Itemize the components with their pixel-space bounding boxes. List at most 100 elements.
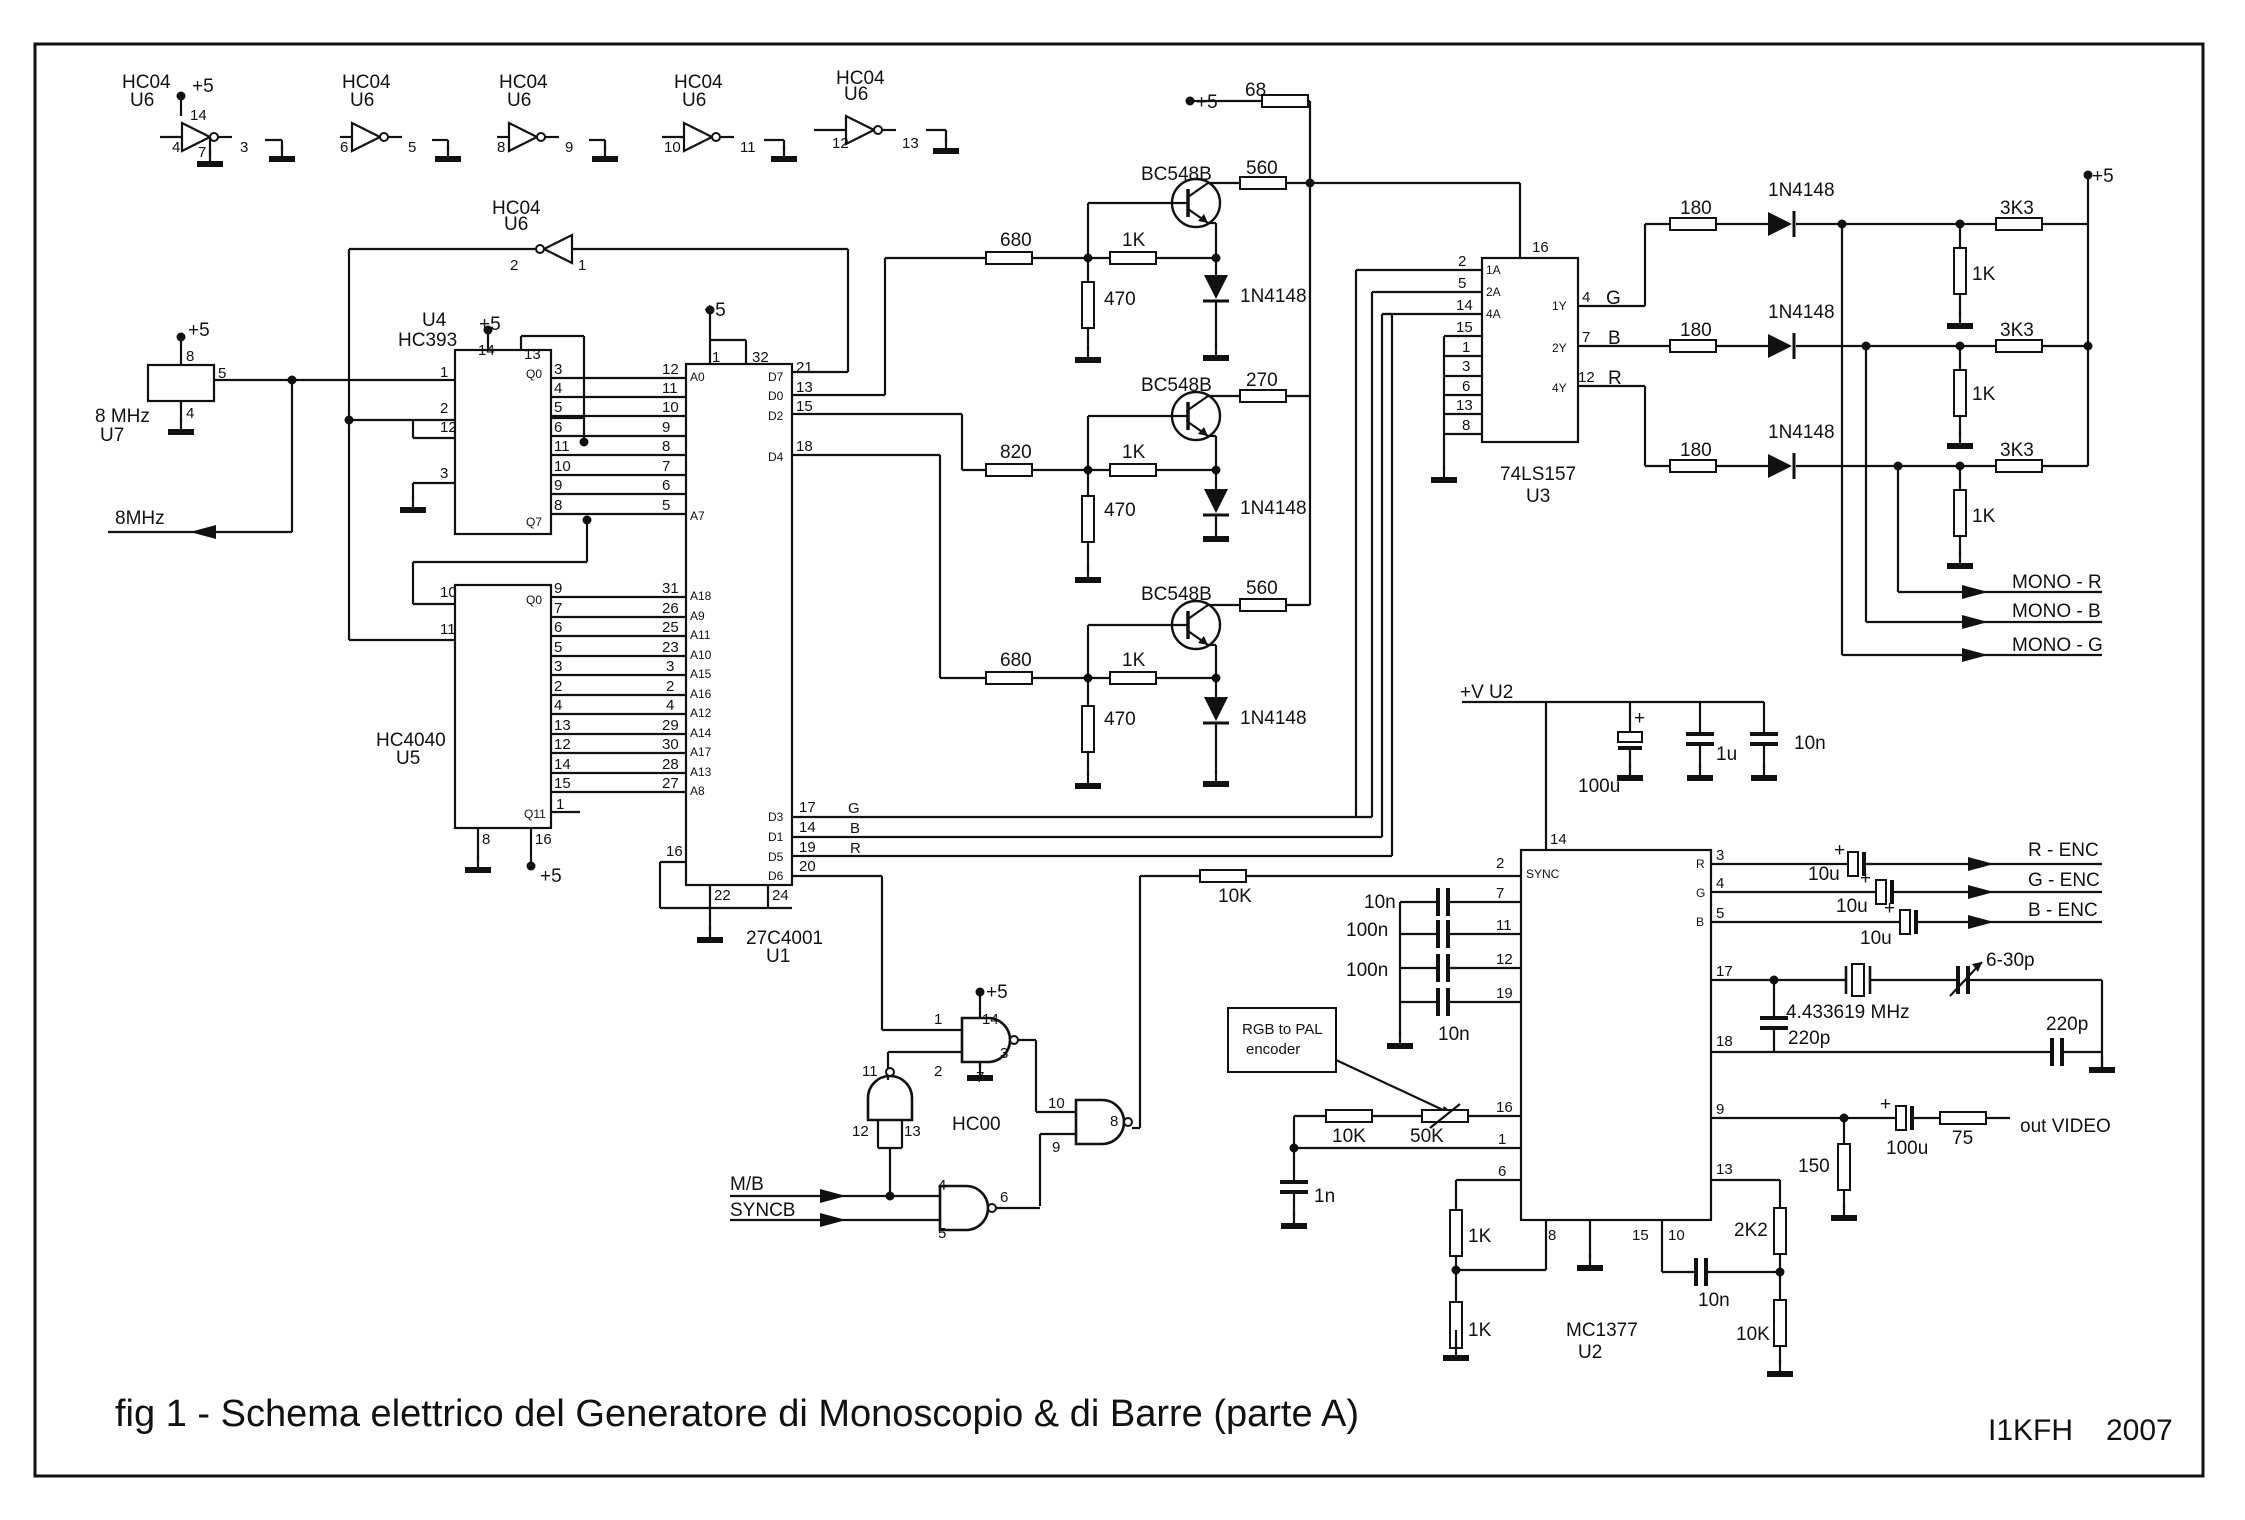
pin-label: 8	[186, 348, 194, 365]
pin-name: A0	[690, 370, 705, 384]
pin-label: 15	[554, 775, 571, 792]
pin-label: 14	[478, 342, 495, 359]
pin-label: 14	[799, 819, 816, 836]
svg-text:+: +	[1634, 708, 1645, 729]
transistor-stages: +5 68 BC548B 560 1N4148 680	[883, 80, 1522, 791]
feedback-inverter: HC04 U6 2 1	[347, 198, 850, 642]
pin-name: A12	[690, 706, 712, 720]
supply-label: +5	[1196, 92, 1218, 113]
pin-name: 1Y	[1552, 299, 1567, 313]
pin-label: 4	[554, 380, 562, 397]
counter-hc393-u4: U4 HC393 +5 14 13 1 2 12 3 Q0 Q7 3 4 5 6…	[344, 310, 686, 606]
resistor-value: 1K	[1972, 506, 1996, 527]
transistor-part: BC548B	[1141, 164, 1212, 185]
pin-name: B	[1696, 915, 1704, 929]
resistor-value: 10K	[1736, 1324, 1770, 1345]
pin-label: 3	[666, 658, 674, 675]
supply-label: +5	[2092, 166, 2114, 187]
output-label: MONO - R	[2012, 572, 2102, 593]
oscillator-ref: U7	[100, 425, 124, 446]
pin-name: Q0	[526, 593, 542, 607]
inverter-part-label: HC04	[499, 72, 548, 93]
pin-label: 19	[1496, 985, 1513, 1002]
transistor-part: BC548B	[1141, 584, 1212, 605]
svg-text:+: +	[1884, 898, 1895, 919]
pin-label: 3	[1000, 1045, 1008, 1062]
output-label: MONO - G	[2012, 635, 2103, 656]
diode-part: 1N4148	[1240, 708, 1307, 729]
inverter-1: HC04 U6 +5 14 4 7 3	[122, 72, 297, 169]
pin-label: 4	[1582, 289, 1590, 306]
pin-label: 1	[556, 796, 564, 813]
pin-label: 16	[666, 843, 683, 860]
ic-ref-label: U5	[396, 748, 420, 769]
pin-name: D1	[768, 830, 784, 844]
oscillator-u7: +5 8 5 4 8 MHz U7 8MHz	[95, 320, 455, 539]
ic-ref-label: U1	[766, 946, 790, 967]
ic-part-label: 27C4001	[746, 928, 823, 949]
pin-label: 32	[752, 349, 769, 366]
pin-label: 18	[796, 438, 813, 455]
pin-name: A14	[690, 726, 712, 740]
pin-name: Q7	[526, 515, 542, 529]
pin-label: 7	[1582, 329, 1590, 346]
svg-text:+: +	[1834, 840, 1845, 861]
capacitor-value: 100u	[1578, 776, 1620, 797]
inverter-part-label: HC04	[342, 72, 391, 93]
pin-label: 16	[1532, 239, 1549, 256]
svg-text:+: +	[1880, 1094, 1891, 1115]
pin-label: 2	[510, 257, 518, 274]
resistor-value: 68	[1245, 80, 1266, 101]
rgb-output-network: +5 180 1N4148 3K3 1K 180 1N4148 3K3	[1645, 166, 2114, 662]
pin-label: 12	[832, 135, 849, 152]
inverter-ref-label: U6	[507, 90, 531, 111]
counter-hc4040-u5: 10 11 Q0 Q11 HC4040 U5 8 16 +5 9 7 6 5 3…	[376, 580, 686, 887]
resistor-value: 1K	[1122, 650, 1146, 671]
capacitor-value: 220p	[1788, 1028, 1830, 1049]
inverter-row: HC04 U6 +5 14 4 7 3 HC04 U6 6 5	[122, 68, 961, 169]
pin-label: 11	[662, 380, 678, 397]
supply-label: +5	[192, 76, 214, 97]
pin-name: D6	[768, 869, 784, 883]
pin-label: 1	[440, 364, 448, 381]
pin-label: 13	[796, 379, 813, 396]
pin-label: 7	[198, 144, 206, 161]
signal-label: R	[850, 840, 861, 857]
pin-label: 6	[554, 619, 562, 636]
pin-label: 2	[1458, 253, 1466, 270]
pin-label: 19	[799, 839, 816, 856]
pin-name: Q11	[524, 807, 546, 821]
mux-74ls157-u3: 16 2 5 14 15 1 3 6 13 8 1A 2A 4A 74LS157…	[1354, 224, 1670, 856]
pin-label: 10	[664, 139, 681, 156]
pin-label: 20	[799, 858, 816, 875]
pin-label: 5	[408, 139, 416, 156]
pin-label: 2	[440, 400, 448, 417]
resistor-value: 10K	[1332, 1126, 1366, 1147]
capacitor-value: 100n	[1346, 920, 1388, 941]
pin-label: 7	[1496, 885, 1504, 902]
supply-label: +V U2	[1460, 682, 1513, 703]
encoder-mc1377-u2: 14 SYNC R G B MC1377 U2 2 7 11 12 19 16 …	[1227, 831, 2117, 1379]
resistor-value: 560	[1246, 158, 1278, 179]
trimmer-value: 6-30p	[1986, 950, 2035, 971]
pin-label: 6	[662, 477, 670, 494]
ic-ref-label: U3	[1526, 486, 1550, 507]
pin-label: 27	[662, 775, 679, 792]
resistor-value: 680	[1000, 230, 1032, 251]
pin-label: 14	[190, 107, 207, 124]
pin-label: 14	[982, 1011, 999, 1028]
pin-label: 15	[1632, 1227, 1649, 1244]
resistor-value: 3K3	[2000, 440, 2034, 461]
pin-label: 5	[1458, 275, 1466, 292]
pin-label: 6	[340, 139, 348, 156]
pin-name: G	[1696, 886, 1705, 900]
pin-name: A8	[690, 784, 705, 798]
pin-name: 2A	[1486, 285, 1501, 299]
signal-label: G	[1606, 288, 1621, 309]
pin-label: 8	[554, 497, 562, 514]
resistor-value: 270	[1246, 370, 1278, 391]
pin-label: 6	[1000, 1189, 1008, 1206]
sync-logic-hc00: 1 2 3 +5 14 7 11 12 13 10 9 8	[730, 869, 1521, 1242]
pin-label: 13	[902, 135, 919, 152]
